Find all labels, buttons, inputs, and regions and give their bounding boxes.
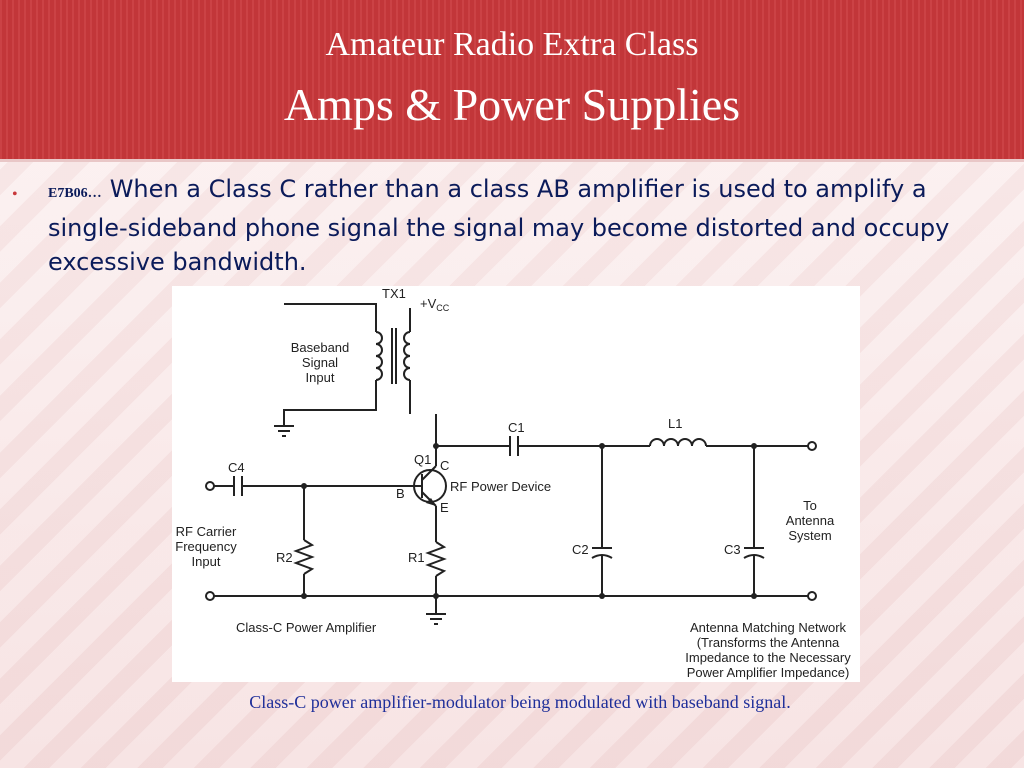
label-rf-carrier-1: RF Carrier — [176, 524, 237, 539]
label-vcc: +VCC — [420, 296, 450, 313]
label-to-antenna-3: System — [788, 528, 831, 543]
label-emitter: E — [440, 500, 449, 515]
label-matching-network-1: Antenna Matching Network — [690, 620, 847, 635]
label-class-c-amplifier: Class-C Power Amplifier — [236, 620, 377, 635]
label-base: B — [396, 486, 405, 501]
question-id: E7B06… — [48, 186, 102, 201]
label-baseband-2: Signal — [302, 355, 338, 370]
label-baseband-1: Baseband — [291, 340, 350, 355]
label-rf-power-device: RF Power Device — [450, 479, 551, 494]
label-matching-network-2: (Transforms the Antenna — [697, 635, 840, 650]
circuit-diagram: TX1 +VCC Baseband Signal Input C1 L1 C4 … — [172, 286, 860, 682]
label-matching-network-4: Power Amplifier Impedance) — [687, 665, 850, 680]
bullet-text: E7B06…When a Class C rather than a class… — [48, 172, 1008, 279]
label-tx1: TX1 — [382, 286, 406, 301]
title-banner: Amateur Radio Extra Class Amps & Power S… — [0, 0, 1024, 162]
label-to-antenna-1: To — [803, 498, 817, 513]
label-c4: C4 — [228, 460, 245, 475]
bullet-dot-icon: • — [12, 186, 18, 203]
label-baseband-3: Input — [306, 370, 335, 385]
label-c2: C2 — [572, 542, 589, 557]
label-rf-carrier-3: Input — [192, 554, 221, 569]
label-collector: C — [440, 458, 449, 473]
label-c3: C3 — [724, 542, 741, 557]
label-matching-network-3: Impedance to the Necessary — [685, 650, 851, 665]
label-c1: C1 — [508, 420, 525, 435]
label-rf-carrier-2: Frequency — [175, 539, 237, 554]
question-answer: When a Class C rather than a class AB am… — [48, 175, 950, 276]
circuit-schematic: TX1 +VCC Baseband Signal Input C1 L1 C4 … — [175, 286, 851, 680]
label-r1: R1 — [408, 550, 425, 565]
label-r2: R2 — [276, 550, 293, 565]
slide-title-line1: Amateur Radio Extra Class — [325, 26, 699, 63]
label-l1: L1 — [668, 416, 682, 431]
label-to-antenna-2: Antenna — [786, 513, 835, 528]
diagram-caption: Class-C power amplifier-modulator being … — [249, 692, 791, 712]
label-q1: Q1 — [414, 452, 431, 467]
slide-title-line2: Amps & Power Supplies — [283, 79, 741, 130]
